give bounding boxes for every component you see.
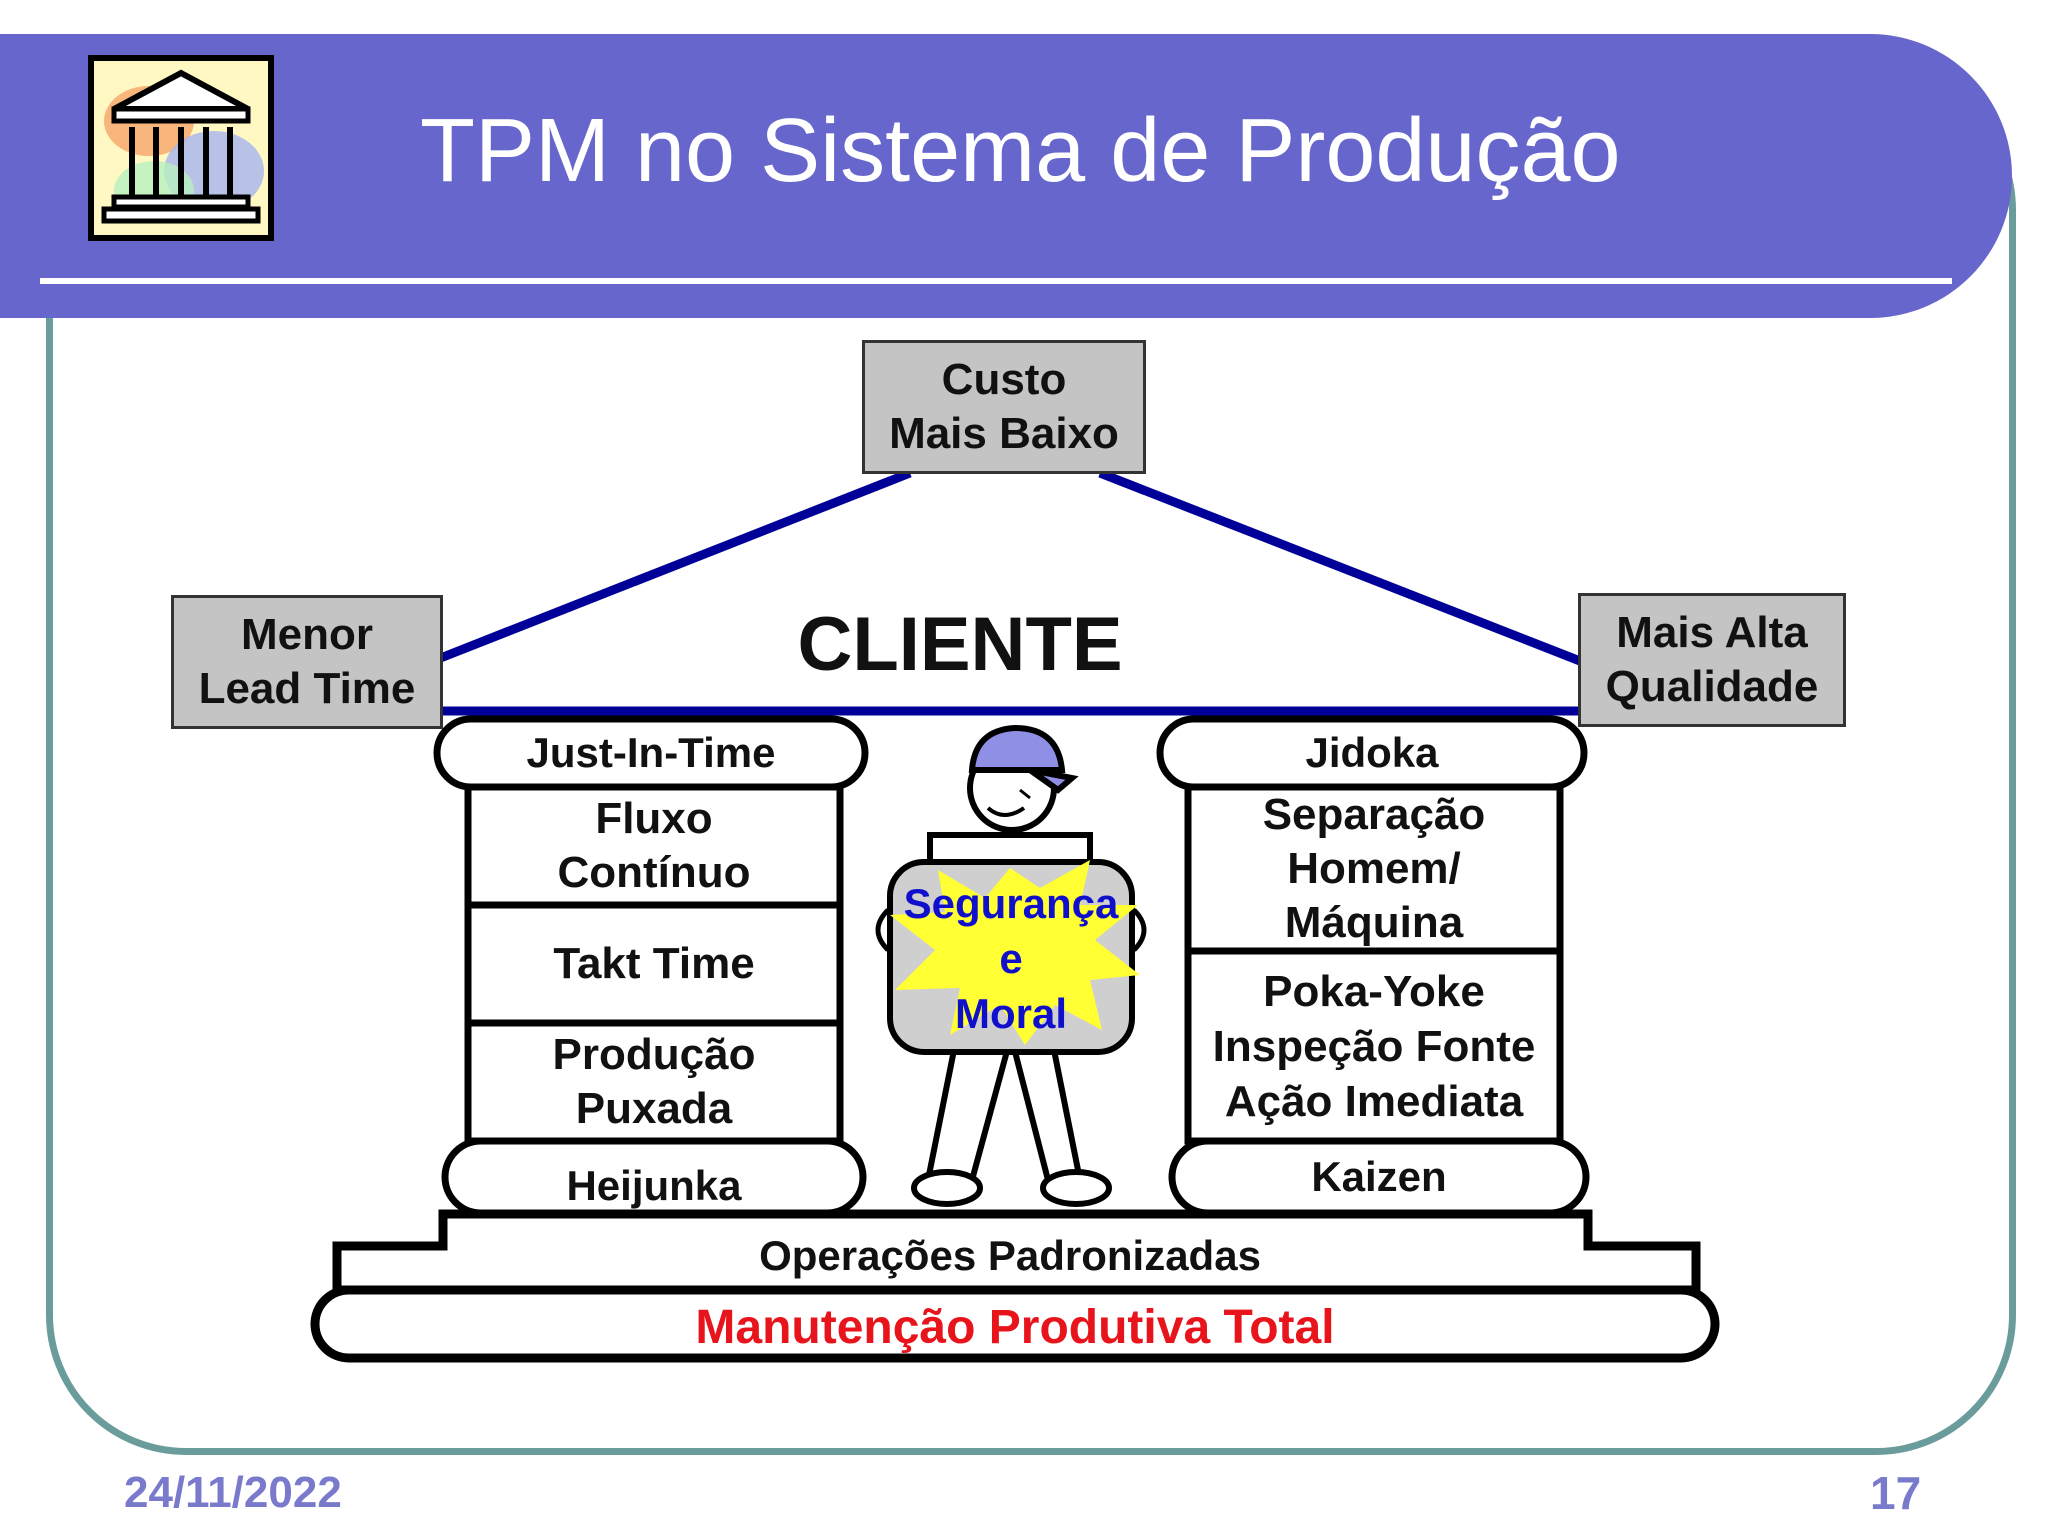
header-bar xyxy=(0,34,2012,318)
sign-line-3: Moral xyxy=(954,990,1067,1037)
page-number: 17 xyxy=(1870,1467,1922,1519)
right-pillar-block-2 xyxy=(1184,947,1564,1145)
left-pillar-item-2: Takt Time xyxy=(553,939,755,988)
sign-line-1: Segurança xyxy=(903,880,1119,927)
left-pillar-block-2 xyxy=(464,901,844,1027)
left-pillar-base-label: Heijunka xyxy=(566,1162,742,1209)
tpm-foundation-label: Manutenção Produtiva Total xyxy=(695,1301,1335,1354)
right-pillar-item-1: Separação Homem/ Máquina xyxy=(1262,790,1486,947)
standardized-operations-label: Operações Padronizadas xyxy=(759,1232,1261,1279)
right-pillar-base-label: Kaizen xyxy=(1311,1153,1447,1200)
left-pillar-item-1: Fluxo Contínuo xyxy=(557,794,751,897)
roof-label: CLIENTE xyxy=(797,602,1123,687)
right-pillar-block-1 xyxy=(1184,783,1564,955)
right-pillar-item-2: Poka-Yoke Inspeção Fonte Ação Imediata xyxy=(1212,966,1536,1126)
header-divider xyxy=(40,278,1952,284)
lead-time-box: Menor Lead Time xyxy=(171,595,443,729)
right-pillar-capital-label: Jidoka xyxy=(1305,729,1439,776)
tpm-foundation xyxy=(310,1285,1720,1363)
left-pillar-block-1 xyxy=(464,783,844,909)
roof-right-line xyxy=(1098,468,1582,666)
left-pillar-capital-label: Just-In-Time xyxy=(526,729,776,776)
left-pillar-item-3: Produção Puxada xyxy=(552,1030,756,1133)
starburst-icon xyxy=(890,860,1140,1045)
page-title: TPM no Sistema de Produção xyxy=(420,101,1621,201)
roof-left-line xyxy=(436,468,912,664)
building-columns-icon xyxy=(88,55,274,241)
quality-box: Mais Alta Qualidade xyxy=(1578,593,1846,727)
footer-date: 24/11/2022 xyxy=(124,1468,342,1517)
lower-cost-box: Custo Mais Baixo xyxy=(862,340,1146,474)
sign-line-2: e xyxy=(999,935,1023,982)
